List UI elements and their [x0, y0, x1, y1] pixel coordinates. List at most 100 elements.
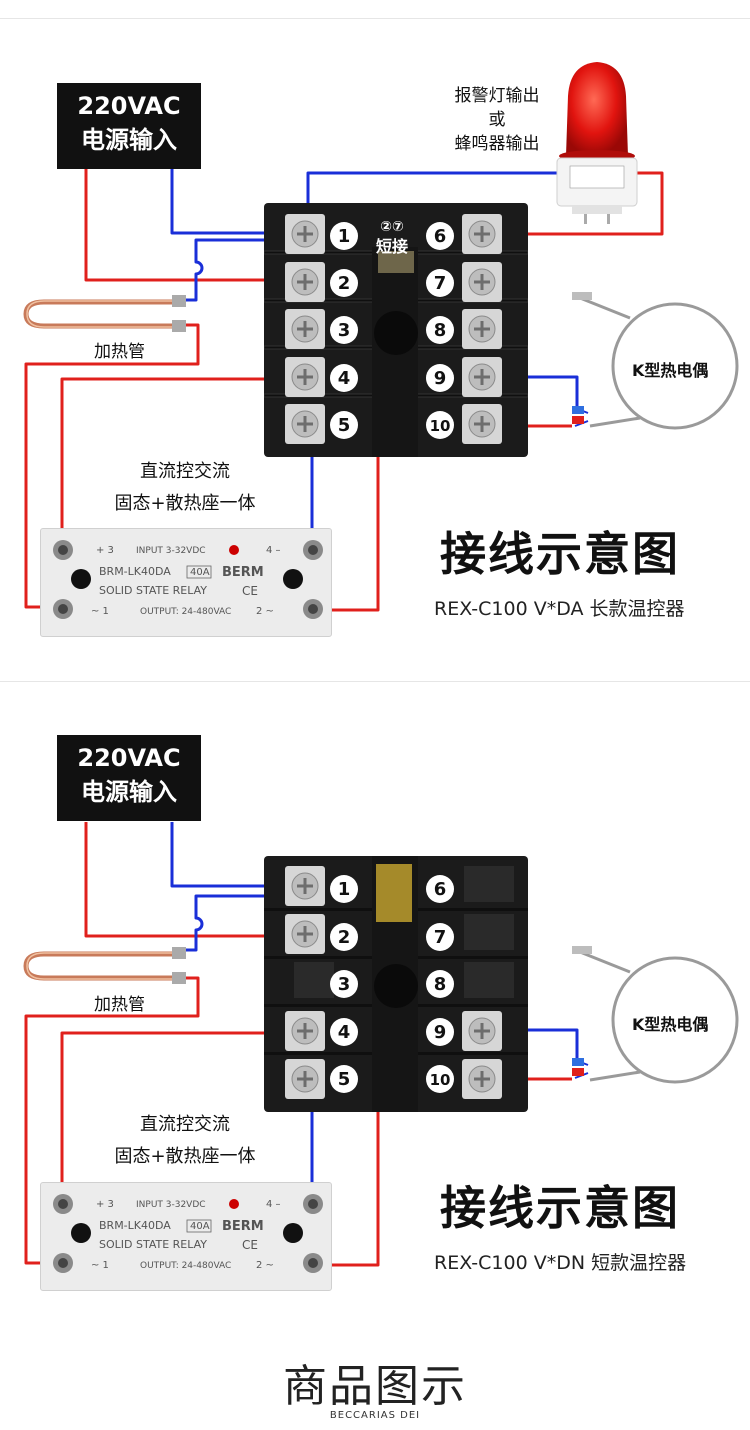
top-divider — [0, 18, 750, 19]
model-label-1: REX-C100 V*DA 长款温控器 — [434, 598, 685, 620]
ssr-caption-2-line-1: 直流控交流 — [140, 1114, 230, 1135]
ssr-t1: ~ 1 — [91, 606, 109, 617]
shorting-text: 短接 — [376, 237, 408, 256]
thermocouple-label: K型热电偶 — [632, 361, 709, 380]
power-voltage: 220VAC — [77, 92, 181, 120]
screw-t10-2 — [462, 1059, 502, 1099]
terminal-number-5: 5 — [338, 415, 351, 436]
terminal-number-3-2: 3 — [338, 974, 351, 995]
shorting-symbols: ②⑦ — [380, 219, 404, 235]
ssr-t2: 2 ~ — [256, 606, 274, 617]
screw-t10 — [462, 404, 502, 444]
terminal-number-5-2: 5 — [338, 1069, 351, 1090]
ssr-brand: BERM — [222, 565, 264, 580]
terminal-number-2-2: 2 — [338, 927, 351, 948]
wire-t1-heater — [182, 238, 305, 302]
wire-heater-ssr — [24, 323, 200, 609]
ssr2-model: BRM-LK40DA — [99, 1219, 171, 1232]
terminal-number-8: 8 — [434, 320, 447, 341]
screw-t9-2 — [462, 1011, 502, 1051]
power-label: 电源输入 — [81, 126, 177, 154]
ssr2-rating: 40A — [190, 1221, 210, 1232]
ssr-input-label: INPUT 3-32VDC — [136, 546, 206, 556]
terminal-number-8-2: 8 — [434, 974, 447, 995]
ssr2-t3: + 3 — [96, 1199, 114, 1210]
ssr2-output-label: OUTPUT: 24-480VAC — [140, 1261, 231, 1271]
wire-power-blue-2 — [170, 822, 305, 888]
power-input-box-2: 220VAC 电源输入 — [57, 735, 201, 821]
alarm-line-2: 或 — [488, 110, 506, 130]
terminal-number-1: 1 — [338, 226, 351, 247]
ssr2-brand: BERM — [222, 1219, 264, 1234]
ssr-relay-2: + 3 INPUT 3-32VDC 4 – BRM-LK40DA 40A BER… — [40, 1182, 332, 1291]
alarm-line-1: 报警灯输出 — [454, 86, 540, 106]
screw-t3 — [285, 309, 325, 349]
controller-details-1 — [264, 247, 528, 457]
thermocouple-label-2: K型热电偶 — [632, 1015, 709, 1034]
terminal-number-7-2: 7 — [434, 927, 447, 948]
power-label-2: 电源输入 — [81, 778, 177, 806]
wire-heater-ssr-2 — [24, 976, 200, 1265]
alarm-beacon-icon — [556, 62, 638, 224]
terminal-number-6: 6 — [434, 226, 447, 247]
heater-label: 加热管 — [94, 342, 145, 362]
ssr-model: BRM-LK40DA — [99, 565, 171, 578]
ssr2-t1: ~ 1 — [91, 1260, 109, 1271]
terminal-number-2: 2 — [338, 273, 351, 294]
ssr-caption-line-2: 固态+散热座一体 — [114, 493, 256, 514]
alarm-output-label: 报警灯输出 或 蜂鸣器输出 — [447, 84, 547, 156]
terminal-number-10: 10 — [430, 417, 451, 435]
terminal-screws-1: 1 2 3 4 5 6 7 8 9 10 ②⑦ 短接 — [285, 214, 502, 444]
screw-t1 — [285, 214, 325, 254]
terminal-number-4-2: 4 — [338, 1022, 351, 1043]
ssr2-input-label: INPUT 3-32VDC — [136, 1200, 206, 1210]
screw-t7 — [462, 262, 502, 302]
screw-t4-2 — [285, 1011, 325, 1051]
ssr2-type: SOLID STATE RELAY — [99, 1238, 207, 1251]
ssr-caption: 直流控交流 固态+散热座一体 — [100, 456, 270, 520]
heater-tube-icon-2 — [23, 947, 186, 984]
screw-t5-2 — [285, 1059, 325, 1099]
ssr2-t2: 2 ~ — [256, 1260, 274, 1271]
footer-title: 商品图示 — [283, 1361, 467, 1412]
alarm-line-3: 蜂鸣器输出 — [454, 134, 540, 154]
heater-tube-icon — [23, 295, 186, 332]
thermocouple-icon — [572, 292, 739, 430]
terminal-number-9: 9 — [434, 368, 447, 389]
screw-t4 — [285, 357, 325, 397]
terminal-number-3: 3 — [338, 320, 351, 341]
screw-t5 — [285, 404, 325, 444]
screw-t2-2 — [285, 914, 325, 954]
terminal-number-9-2: 9 — [434, 1022, 447, 1043]
ssr2-t4: 4 – — [266, 1199, 281, 1210]
ssr-caption-2-line-2: 固态+散热座一体 — [114, 1146, 256, 1167]
screw-t2 — [285, 262, 325, 302]
terminal-number-6-2: 6 — [434, 879, 447, 900]
power-input-box: 220VAC 电源输入 — [57, 83, 201, 169]
ssr-t3: + 3 — [96, 545, 114, 556]
terminal-number-4: 4 — [338, 368, 351, 389]
footer-subtitle: BECCARIAS DEI — [329, 1410, 421, 1421]
diagram-title-2: 接线示意图 — [440, 1181, 680, 1235]
terminal-number-10-2: 10 — [430, 1071, 451, 1089]
screw-t6 — [462, 214, 502, 254]
controller-details-2 — [264, 856, 528, 1112]
ssr-output-label: OUTPUT: 24-480VAC — [140, 607, 231, 617]
ssr-ce: CE — [242, 584, 258, 598]
ssr-relay-graphics-1: + 3 INPUT 3-32VDC 4 – BRM-LK40DA 40A BER… — [53, 540, 323, 619]
diagram-title-1: 接线示意图 — [440, 527, 680, 581]
middle-divider — [0, 681, 750, 682]
power-voltage-2: 220VAC — [77, 744, 181, 772]
thermocouple-icon-2 — [572, 946, 739, 1084]
ssr-relay-1: + 3 INPUT 3-32VDC 4 – BRM-LK40DA 40A BER… — [40, 528, 332, 637]
ssr-rating: 40A — [190, 567, 210, 578]
screw-t8 — [462, 309, 502, 349]
terminal-number-7: 7 — [434, 273, 447, 294]
terminal-number-1-2: 1 — [338, 879, 351, 900]
screw-t1-2 — [285, 866, 325, 906]
wire-t4-ssr-2 — [60, 1031, 305, 1205]
wire-power-blue — [170, 168, 305, 235]
wire-power-red — [84, 168, 325, 282]
wire-t1-heater-2 — [182, 894, 305, 952]
